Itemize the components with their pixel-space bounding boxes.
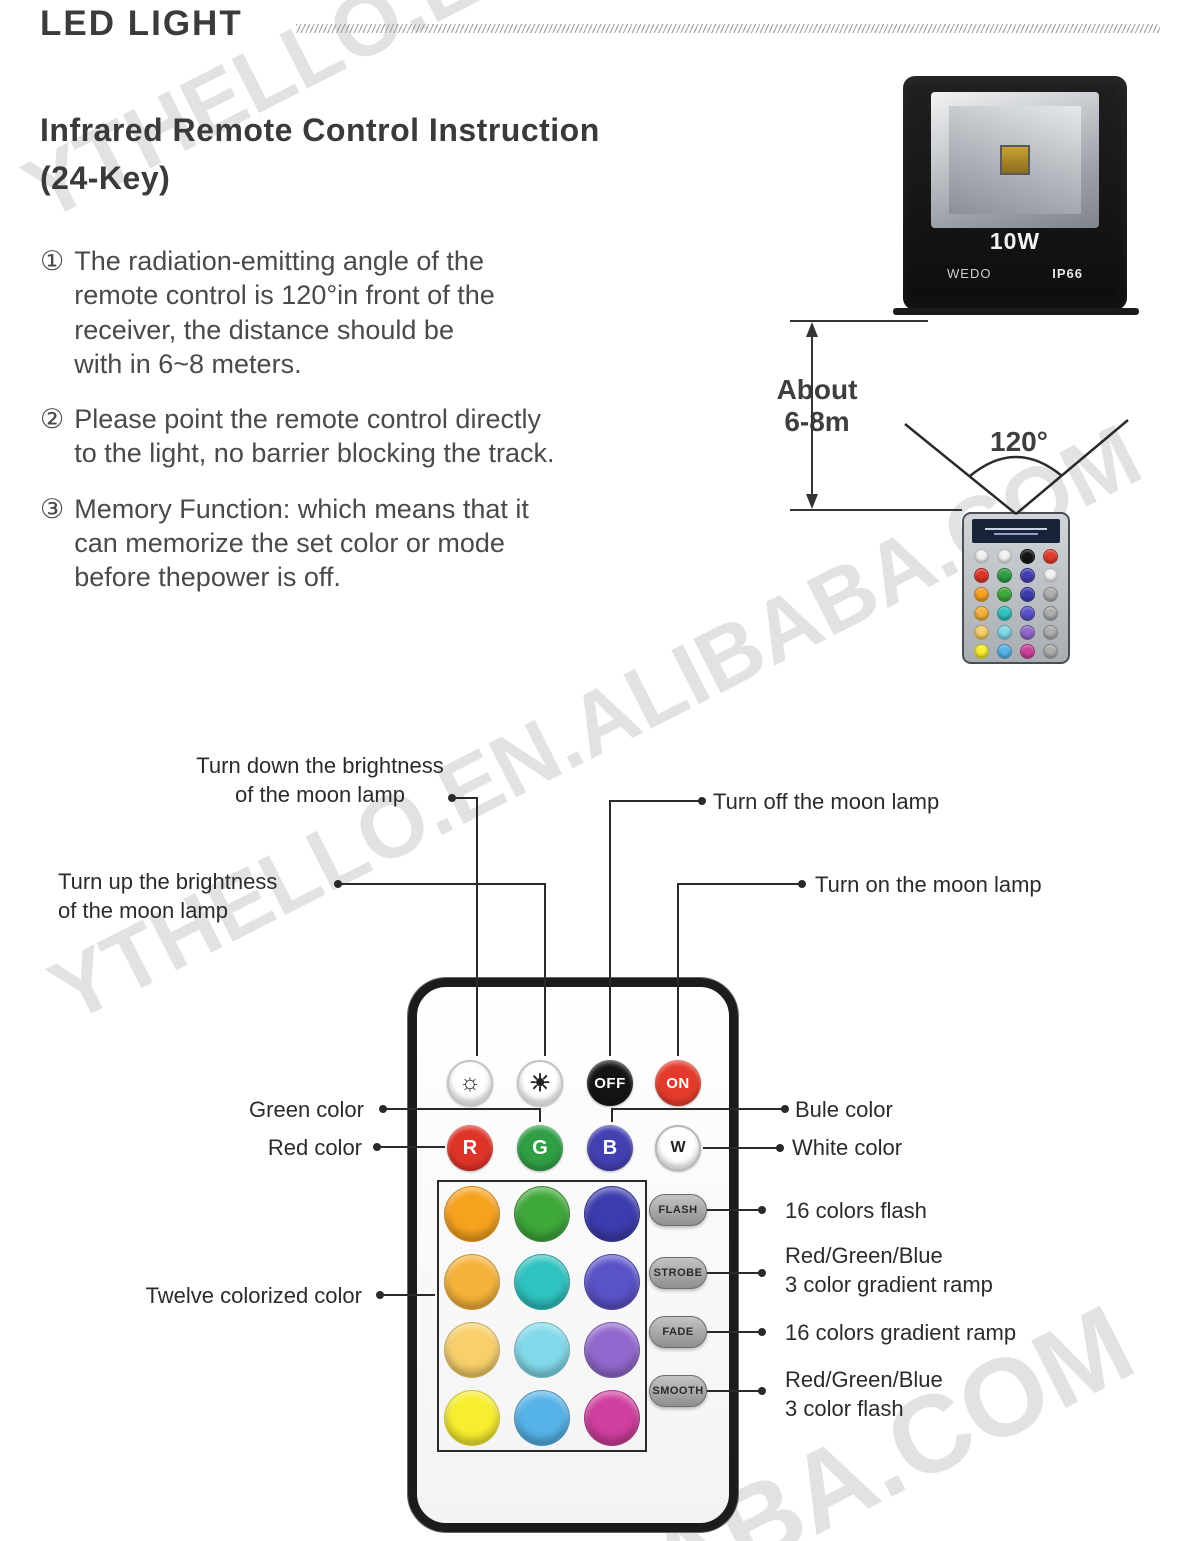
color-key <box>514 1390 570 1446</box>
callout-turn-on: Turn on the moon lamp <box>815 872 1042 897</box>
angle-label: 120° <box>990 426 1048 457</box>
color-key <box>514 1186 570 1242</box>
mounting-bracket <box>893 308 1139 315</box>
callout-blue-color: Bule color <box>795 1097 893 1122</box>
instruction-bullet: ② <box>40 404 65 435</box>
callout-red-color: Red color <box>267 1135 362 1160</box>
led-chip <box>1000 145 1030 175</box>
color-key <box>584 1186 640 1242</box>
floodlight-reflector <box>931 92 1099 228</box>
instruction-bullet: ③ <box>40 493 65 524</box>
mini-remote-key <box>974 568 989 583</box>
instruction-text: Please point the remote control directly… <box>74 404 555 469</box>
callout-white-color: White color <box>792 1135 903 1160</box>
callout-twelve-colorized: Twelve colorized color <box>145 1283 362 1308</box>
mini-remote-key <box>1020 644 1035 659</box>
color-key <box>444 1254 500 1310</box>
mini-remote-key <box>1043 625 1058 640</box>
mini-remote-key <box>997 587 1012 602</box>
callout-16-colors-flash: 16 colors flash <box>785 1198 927 1223</box>
mini-remote-keys <box>972 549 1060 659</box>
color-key <box>514 1322 570 1378</box>
instruction-item: ① The radiation-emitting angle of the re… <box>40 244 750 381</box>
instruction-list: ① The radiation-emitting angle of the re… <box>40 244 750 616</box>
callout-rgb-flash: Red/Green/Blue 3 color flash <box>785 1367 943 1421</box>
instruction-text: The radiation-emitting angle of the remo… <box>74 246 495 379</box>
mini-remote-label <box>972 519 1060 543</box>
mini-remote-key <box>997 549 1012 564</box>
mini-remote-key <box>1043 587 1058 602</box>
mini-remote-key <box>974 606 989 621</box>
color-key <box>444 1322 500 1378</box>
strobe-mode-button: STROBE <box>649 1257 707 1289</box>
callout-turn-up: Turn up the brightness of the moon lamp <box>58 869 278 923</box>
mini-remote-key <box>1043 606 1058 621</box>
mini-remote-key <box>974 587 989 602</box>
brightness-down-button: ☼ <box>447 1060 493 1106</box>
color-grid <box>437 1180 647 1452</box>
mini-remote-key <box>997 644 1012 659</box>
callout-rgb-gradient-ramp: Red/Green/Blue 3 color gradient ramp <box>785 1243 993 1297</box>
instruction-item: ② Please point the remote control direct… <box>40 402 750 471</box>
color-key <box>514 1254 570 1310</box>
white-key: W <box>655 1125 701 1171</box>
hatch-divider <box>296 24 1160 33</box>
callout-green-color: Green color <box>249 1097 364 1122</box>
ip-rating-label: IP66 <box>1052 266 1083 281</box>
mini-remote-key <box>1020 606 1035 621</box>
green-key: G <box>517 1125 563 1171</box>
on-button: ON <box>655 1060 701 1106</box>
blue-key: B <box>587 1125 633 1171</box>
mini-remote-key <box>997 606 1012 621</box>
instruction-text: Memory Function: which means that it can… <box>74 493 529 593</box>
mini-remote-key <box>997 625 1012 640</box>
mini-remote-key <box>1020 549 1035 564</box>
flash-mode-button: FLASH <box>649 1194 707 1226</box>
brightness-up-button: ☀ <box>517 1060 563 1106</box>
callout-turn-off: Turn off the moon lamp <box>713 789 940 814</box>
instruction-bullet: ① <box>40 246 65 276</box>
smooth-mode-button: SMOOTH <box>649 1375 707 1407</box>
mini-remote-key <box>997 568 1012 583</box>
mini-remote-key <box>974 644 989 659</box>
mini-remote-key <box>1043 644 1058 659</box>
color-key <box>444 1186 500 1242</box>
mini-remote-key <box>974 625 989 640</box>
brand-heading: LED LIGHT <box>40 4 243 43</box>
page-title: Infrared Remote Control Instruction (24-… <box>40 112 600 196</box>
distance-label: About 6-8m <box>776 374 858 438</box>
floodlight-image: 10W WEDO IP66 <box>903 76 1127 310</box>
callout-turn-down: Turn down the brightness of the moon lam… <box>196 753 444 807</box>
mini-remote-key <box>1043 568 1058 583</box>
fade-mode-button: FADE <box>649 1316 707 1348</box>
mini-remote-key <box>974 549 989 564</box>
wattage-label: 10W <box>989 228 1041 254</box>
color-key <box>444 1390 500 1446</box>
mini-remote-key <box>1043 549 1058 564</box>
mini-remote-key <box>1020 587 1035 602</box>
mini-remote-key <box>1020 625 1035 640</box>
color-key <box>584 1390 640 1446</box>
callout-16-colors-gradient: 16 colors gradient ramp <box>785 1320 1017 1345</box>
mini-remote-key <box>1020 568 1035 583</box>
floodlight-brand-label: WEDO <box>947 266 992 281</box>
instruction-item: ③ Memory Function: which means that it c… <box>40 492 750 595</box>
mini-remote-image <box>962 512 1070 664</box>
color-key <box>584 1322 640 1378</box>
red-key: R <box>447 1125 493 1171</box>
off-button: OFF <box>587 1060 633 1106</box>
color-key <box>584 1254 640 1310</box>
